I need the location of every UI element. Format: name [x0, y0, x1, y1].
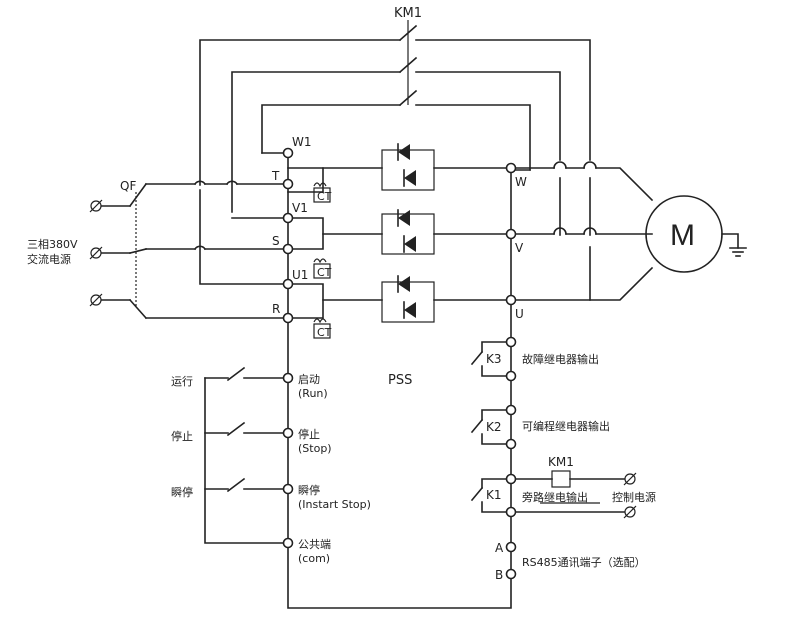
ct-icon	[313, 182, 331, 339]
input-com-en: (com)	[298, 552, 330, 565]
relay-k1-desc: 旁路继电输出	[522, 490, 588, 504]
km1-coil-label: KM1	[548, 455, 574, 469]
ct-label-v: CT	[317, 266, 332, 279]
km1-bypass-wiring	[199, 20, 591, 301]
scr-branches	[287, 149, 512, 323]
relay-output-wiring	[470, 336, 637, 580]
relay-k2-label: K2	[486, 420, 502, 434]
supply-label-line1: 三相380V	[27, 238, 78, 251]
terminal-u: U	[515, 307, 524, 321]
supply-lines	[101, 180, 289, 320]
input-com-cn: 公共端	[298, 538, 331, 551]
input-stop-cn: 停止	[298, 427, 320, 441]
rs485-b-label: B	[495, 568, 503, 582]
terminal-v: V	[515, 241, 524, 255]
motor-feed	[510, 161, 654, 301]
control-input-wiring	[204, 366, 294, 549]
power-terminals	[282, 147, 517, 324]
km1-label: KM1	[394, 6, 422, 21]
motor-symbol: M	[670, 219, 695, 252]
rs485-desc: RS485通讯端子（选配）	[522, 556, 646, 569]
ct-label-u: CT	[317, 326, 332, 339]
qf-label: QF	[120, 179, 136, 193]
supply-label-line2: 交流电源	[27, 252, 71, 266]
rs485-a-label: A	[495, 541, 504, 555]
switch-stop-label: 停止	[171, 429, 193, 443]
terminal-r: R	[272, 302, 280, 316]
terminal-s: S	[272, 234, 280, 248]
input-instant-cn: 瞬停	[298, 483, 320, 497]
switch-run-label: 运行	[171, 375, 193, 388]
terminal-t: T	[271, 169, 280, 183]
device-label: PSS	[388, 373, 412, 388]
control-power-label: 控制电源	[612, 490, 656, 504]
input-run-en: (Run)	[298, 387, 328, 400]
relay-k3-label: K3	[486, 352, 502, 366]
thyristor-icon	[397, 143, 416, 319]
relay-k1-label: K1	[486, 488, 502, 502]
input-stop-en: (Stop)	[298, 442, 332, 455]
ground-icon	[721, 233, 747, 257]
input-instant-en: (Instart Stop)	[298, 498, 371, 511]
terminal-w: W	[515, 175, 527, 189]
relay-k2-desc: 可编程继电器输出	[522, 419, 610, 433]
switch-instant-label: 瞬停	[171, 485, 193, 499]
terminal-u1: U1	[292, 268, 308, 282]
terminal-v1: V1	[292, 201, 308, 215]
ct-label-w: CT	[317, 190, 332, 203]
supply-terminals	[89, 199, 103, 307]
input-run-cn: 启动	[298, 373, 320, 386]
relay-k3-desc: 故障继电器输出	[522, 352, 599, 366]
terminal-w1: W1	[292, 135, 312, 149]
